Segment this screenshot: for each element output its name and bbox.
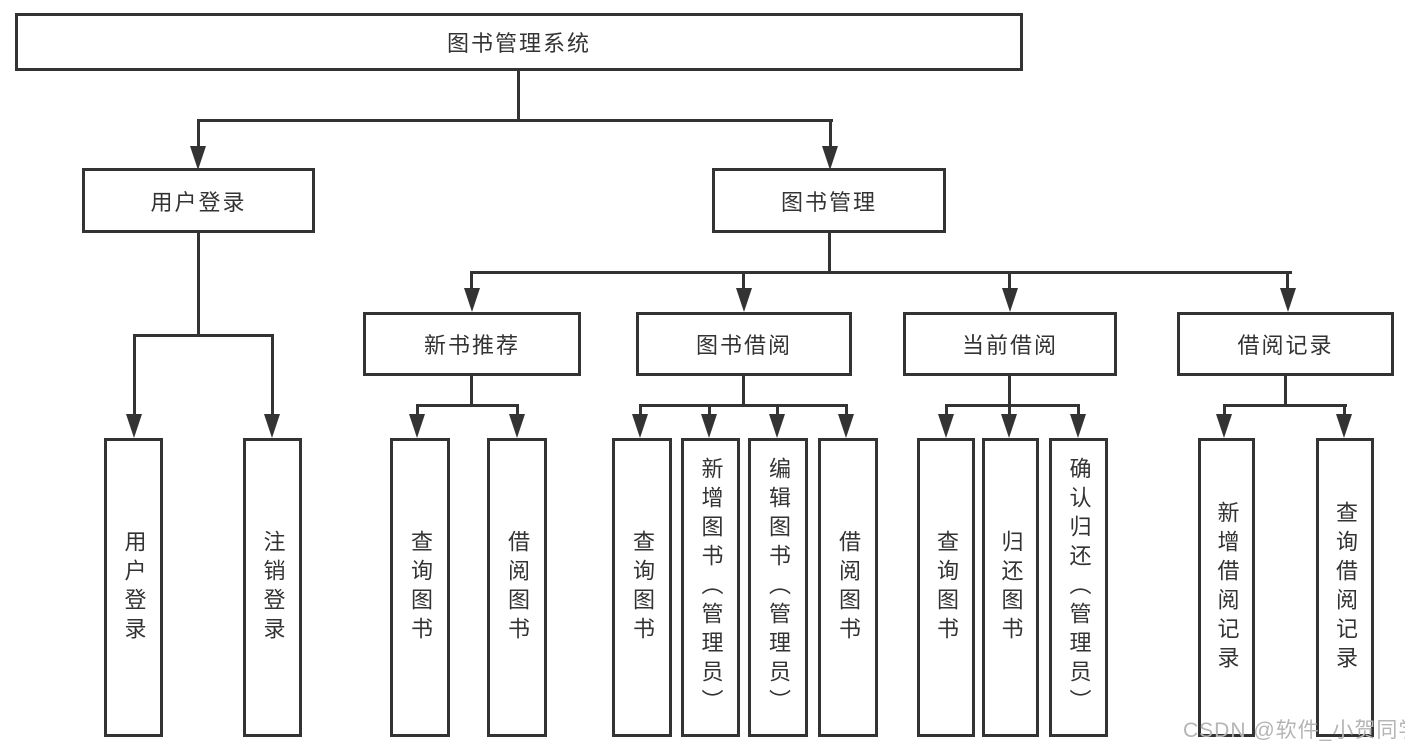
leaf-query-books-recommend: 查询图书: [390, 438, 450, 737]
edge-borrow-drop-3: [776, 404, 779, 416]
node-root-label: 图书管理系统: [446, 31, 591, 56]
leaf-query-books-current-label: 查询图书: [934, 529, 959, 646]
leaf-query-borrow-record-label: 查询借阅记录: [1333, 500, 1358, 675]
edge-current-drop-1: [945, 404, 948, 416]
arrow-to-leaf-user-login: [126, 414, 142, 438]
node-borrow-records-label: 借阅记录: [1237, 333, 1334, 358]
node-borrow-records: 借阅记录: [1177, 312, 1394, 376]
arrow-to-leaf-logout: [264, 414, 280, 438]
arrow-to-leaf-borrowbook-2: [838, 414, 854, 438]
node-book-borrow-label: 图书借阅: [695, 333, 792, 358]
leaf-edit-books-admin: 编辑图书（管理员）: [748, 438, 808, 737]
leaf-user-login: 用户登录: [104, 438, 163, 737]
edge-borrow-hbar: [639, 404, 848, 407]
edge-login-drop-2: [271, 334, 274, 416]
arrow-to-leaf-return: [1001, 414, 1017, 438]
edge-current-drop-2: [1008, 404, 1011, 416]
edge-borrow-drop-1: [639, 404, 642, 416]
arrow-to-leaf-confirm-return: [1070, 414, 1086, 438]
leaf-query-books-borrow: 查询图书: [612, 438, 672, 737]
edge-mgmt-drop-1: [470, 271, 473, 291]
arrow-to-borrow: [736, 288, 752, 312]
node-root: 图书管理系统: [15, 13, 1023, 71]
edge-root-left-drop: [197, 119, 200, 152]
arrow-to-leaf-addbook: [701, 414, 717, 438]
edge-recommend-stem: [470, 376, 473, 406]
arrow-to-leaf-query-2: [632, 414, 648, 438]
leaf-borrow-books-recommend: 借阅图书: [487, 438, 547, 737]
leaf-borrow-books-recommend-label: 借阅图书: [505, 529, 530, 646]
edge-records-hbar: [1223, 404, 1347, 407]
edge-records-drop-1: [1223, 404, 1226, 416]
node-book-mgmt: 图书管理: [712, 168, 946, 233]
edge-login-stem: [197, 233, 200, 336]
leaf-logout-label: 注销登录: [260, 529, 286, 646]
leaf-add-books-admin-label: 新增图书（管理员）: [698, 457, 724, 718]
edge-root-right-drop: [829, 119, 832, 152]
leaf-query-books-current: 查询图书: [917, 438, 975, 737]
arrow-to-leaf-borrowbook-1: [509, 414, 525, 438]
edge-mgmt-drop-3: [1008, 271, 1011, 291]
leaf-logout: 注销登录: [243, 438, 302, 737]
node-book-borrow: 图书借阅: [636, 312, 852, 376]
edge-root-hbar: [197, 119, 833, 122]
leaf-query-books-recommend-label: 查询图书: [408, 529, 433, 646]
edge-recommend-drop-1: [416, 404, 419, 416]
edge-login-hbar: [133, 334, 274, 337]
leaf-add-borrow-record: 新增借阅记录: [1198, 438, 1255, 737]
leaf-add-books-admin: 新增图书（管理员）: [681, 438, 740, 737]
edge-borrow-drop-2: [708, 404, 711, 416]
leaf-query-borrow-record: 查询借阅记录: [1316, 438, 1374, 737]
edge-recommend-drop-2: [516, 404, 519, 416]
node-current-borrow: 当前借阅: [903, 312, 1117, 376]
edge-records-drop-2: [1343, 404, 1346, 416]
edge-login-drop-1: [133, 334, 136, 416]
edge-current-hbar: [945, 404, 1080, 407]
arrow-to-leaf-editbook: [769, 414, 785, 438]
edge-records-stem: [1284, 376, 1287, 406]
arrow-to-leaf-add-record: [1216, 414, 1232, 438]
leaf-confirm-return-admin: 确认归还（管理员）: [1049, 438, 1108, 737]
leaf-borrow-books-label: 借阅图书: [836, 529, 861, 646]
node-user-login: 用户登录: [82, 168, 315, 233]
edge-borrow-drop-4: [845, 404, 848, 416]
leaf-user-login-label: 用户登录: [121, 529, 147, 646]
edge-borrow-stem: [742, 376, 745, 406]
leaf-return-books-label: 归还图书: [998, 529, 1024, 646]
leaf-return-books: 归还图书: [982, 438, 1039, 737]
node-user-login-label: 用户登录: [150, 189, 247, 215]
csdn-watermark: CSDN @软件_小贺同学: [1183, 719, 1405, 742]
leaf-confirm-return-admin-label: 确认归还（管理员）: [1066, 457, 1092, 718]
leaf-add-borrow-record-label: 新增借阅记录: [1214, 500, 1240, 675]
arrow-to-records: [1280, 288, 1296, 312]
node-book-mgmt-label: 图书管理: [780, 189, 877, 215]
edge-current-drop-3: [1077, 404, 1080, 416]
leaf-edit-books-admin-label: 编辑图书（管理员）: [766, 457, 791, 718]
node-new-book-recommend-label: 新书推荐: [423, 333, 520, 358]
edge-mgmt-stem: [828, 233, 831, 274]
edge-recommend-hbar: [416, 404, 519, 407]
edge-mgmt-hbar: [470, 271, 1292, 274]
arrow-to-recommend: [464, 288, 480, 312]
node-new-book-recommend: 新书推荐: [363, 312, 581, 376]
arrow-to-current: [1002, 288, 1018, 312]
arrow-to-leaf-query-3: [938, 414, 954, 438]
arrow-to-user-login: [190, 146, 206, 170]
edge-mgmt-drop-4: [1286, 271, 1289, 291]
leaf-query-books-borrow-label: 查询图书: [630, 529, 655, 646]
node-current-borrow-label: 当前借阅: [961, 333, 1058, 358]
arrow-to-leaf-query-record: [1336, 414, 1352, 438]
edge-root-stem: [517, 70, 520, 121]
edge-mgmt-drop-2: [742, 271, 745, 291]
edge-current-stem: [1008, 376, 1011, 406]
leaf-borrow-books: 借阅图书: [818, 438, 878, 737]
arrow-to-book-mgmt: [822, 146, 838, 170]
arrow-to-leaf-query-1: [409, 414, 425, 438]
